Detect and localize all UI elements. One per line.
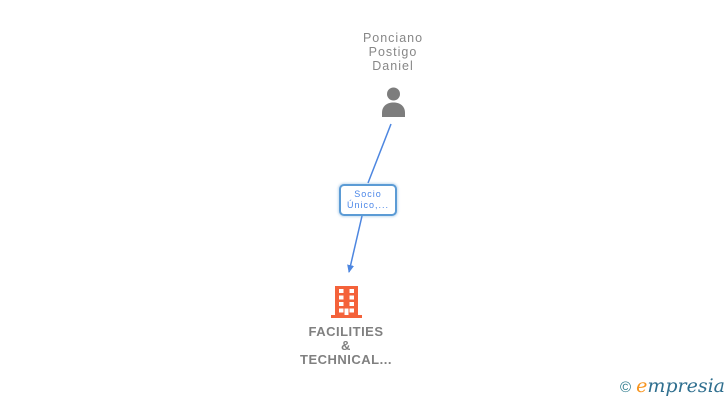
relationship-label[interactable]: Socio Único,... — [339, 184, 397, 216]
building-icon — [266, 286, 426, 318]
person-name: Ponciano Postigo Daniel — [362, 31, 424, 73]
copyright-symbol: © — [620, 379, 632, 396]
empresia-watermark: © empresia — [620, 377, 725, 397]
connector-line-lower — [347, 215, 363, 273]
brand-rest: mpresia — [647, 375, 725, 397]
relationship-label-text: Socio Único,... — [346, 189, 389, 210]
connector-line-upper — [367, 123, 392, 184]
company-name: FACILITIES & TECHNICAL... — [300, 324, 392, 367]
person-icon — [312, 86, 474, 117]
empresia-logo-text: empresia — [636, 377, 725, 396]
person-node[interactable]: Ponciano Postigo Daniel — [312, 31, 474, 117]
company-node[interactable]: FACILITIES & TECHNICAL... — [266, 286, 426, 367]
brand-initial: e — [636, 375, 648, 397]
